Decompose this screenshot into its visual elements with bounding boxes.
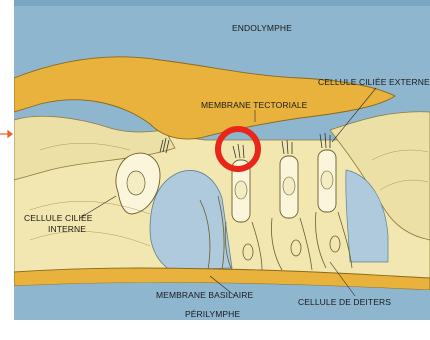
label-perilymphe: PÉRILYMPHE <box>185 309 240 319</box>
label-cellule-de-deiters: CELLULE DE DEITERS <box>298 297 391 307</box>
label-cellule-ciliee-interne-1: CELLULE CILIÉE <box>24 213 93 223</box>
inner-hair-cell-nucleus <box>127 171 145 195</box>
outer-hair-cell-3 <box>318 150 336 212</box>
label-membrane-tectoriale: MEMBRANE TECTORIALE <box>201 100 307 110</box>
label-cellule-ciliee-externe: CELLULE CILIÉE EXTERNE <box>318 77 430 87</box>
label-membrane-basilaire: MEMBRANE BASILAIRE <box>156 290 253 300</box>
outer-hair-cell-2 <box>280 156 298 218</box>
label-endolymphe: ENDOLYMPHE <box>232 23 292 33</box>
label-cellule-ciliee-interne-2: INTERNE <box>48 224 86 234</box>
